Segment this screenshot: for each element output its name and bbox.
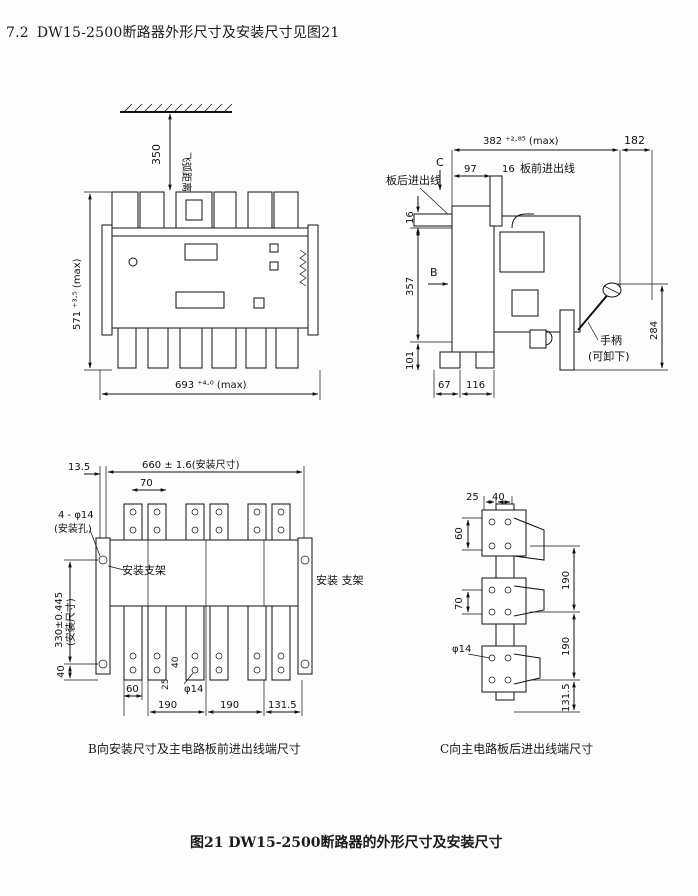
dim-phi14: φ14 (452, 644, 471, 655)
ceiling-hatch (123, 103, 233, 113)
dim-depth: 382 ⁺²·⁸⁵ (max) (483, 136, 559, 147)
dim-190a: 190 (561, 571, 572, 590)
label-removable: (可卸下) (588, 349, 630, 363)
terminal-holes-bottom (129, 652, 285, 674)
dim-131-5: 131.5 (561, 683, 572, 712)
dim-70: 70 (140, 478, 153, 489)
dim-16-top: 16 (502, 164, 515, 175)
b-view: 13.5 660 ± 1.6(安装尺寸) 70 (54, 458, 364, 716)
dim-70: 70 (454, 597, 465, 610)
dim-116: 116 (466, 380, 485, 391)
dim-357: 357 (405, 277, 416, 296)
terminal-holes-top (129, 508, 285, 534)
dim-101: 101 (405, 351, 416, 370)
dim-25: 25 (161, 679, 171, 690)
label-holes-sub: (安装孔) (54, 522, 92, 535)
dim-97: 97 (464, 164, 477, 175)
dim-182: 182 (624, 134, 645, 147)
front-view: 350 飞弧距离 (72, 103, 321, 400)
label-arc-distance: 飞弧距离 (180, 152, 193, 192)
figure-caption: 图21 DW15-2500断路器的外形尺寸及安装尺寸 (190, 835, 503, 851)
dim-40: 40 (492, 492, 505, 503)
dim-25: 25 (466, 492, 479, 503)
c-terminal-holes (488, 518, 512, 684)
dim-190b: 190 (561, 637, 572, 656)
c-view: 25 40 60 (452, 492, 580, 713)
terminal-bars-bottom (123, 605, 291, 681)
dim-phi14: φ14 (184, 684, 203, 695)
caption-c-view: C向主电路板后进出线端尺寸 (440, 742, 594, 756)
dim-arc-distance: 350 (150, 144, 163, 165)
dim-width: 693 ⁺⁴·⁰ (max) (175, 380, 247, 391)
label-bracket-right: 安装 支架 (316, 573, 364, 587)
dim-16-side: 16 (405, 211, 416, 224)
view-letter-b: B (430, 266, 438, 279)
dim-60: 60 (126, 684, 139, 695)
caption-b-view: B向安装尺寸及主电路板前进出线端尺寸 (88, 742, 301, 756)
dim-330-sub: (安装尺寸) (64, 598, 77, 646)
dim-40: 40 (56, 665, 67, 678)
dim-190b: 190 (220, 700, 239, 711)
dim-67: 67 (438, 380, 451, 391)
dim-660: 660 ± 1.6(安装尺寸) (142, 458, 240, 471)
side-view: 382 ⁺²·⁸⁵ (max) 182 C 97 16 板前进出线 板后进出线 (386, 134, 668, 398)
dim-131-5: 131.5 (268, 700, 297, 711)
dim-40b: 40 (171, 656, 181, 668)
dim-190a: 190 (158, 700, 177, 711)
label-front-inlet: 板前进出线 (520, 161, 575, 175)
view-letter-c: C (436, 156, 444, 169)
dim-height: 571 ⁺³·⁵ (max) (72, 258, 83, 330)
dim-330: 330±0.445 (54, 592, 65, 648)
label-rear-inlet: 板后进出线 (386, 173, 441, 187)
section-heading-text: DW15-2500断路器外形尺寸及安装尺寸见图21 (36, 25, 340, 41)
terminal-bars-top (123, 503, 291, 541)
dim-60: 60 (454, 527, 465, 540)
section-heading: 7.2 DW15-2500断路器外形尺寸及安装尺寸见图21 (6, 22, 339, 42)
label-handle: 手柄 (600, 333, 622, 347)
dim-284: 284 (649, 321, 660, 340)
label-bracket-left: 安装支架 (122, 563, 166, 577)
label-holes: 4 - φ14 (58, 510, 94, 521)
section-number: 7.2 (6, 25, 29, 41)
dim-13-5: 13.5 (68, 462, 90, 473)
